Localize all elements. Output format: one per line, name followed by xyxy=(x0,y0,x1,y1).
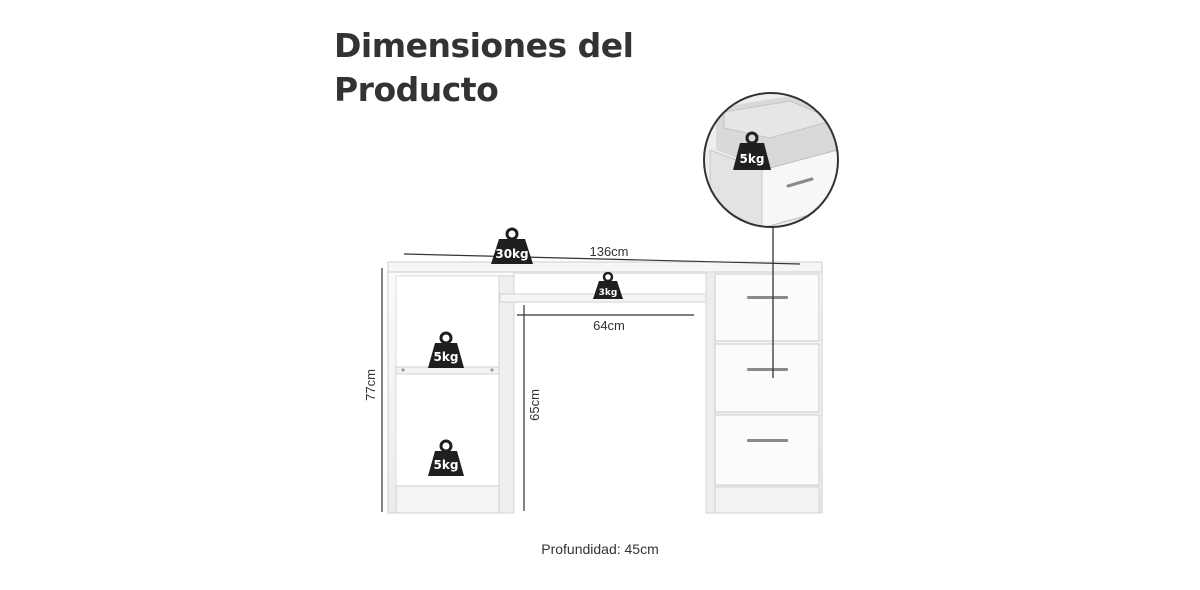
height-label: 77cm xyxy=(363,369,378,401)
weight-drawer-label: 5kg xyxy=(740,152,765,166)
title-line-1: Dimensiones del xyxy=(334,26,634,65)
weight-cabinet-lower-label: 5kg xyxy=(434,458,459,472)
cabinet-shelf xyxy=(395,366,500,375)
desk xyxy=(387,261,823,514)
drawer-handle-3 xyxy=(747,439,788,442)
title-line-2: Producto xyxy=(334,70,499,109)
weight-icon-cabinet-lower: 5kg xyxy=(428,439,464,476)
weight-icon-cabinet-upper: 5kg xyxy=(428,331,464,368)
drawer-handle-2 xyxy=(747,368,788,371)
drawer-handle-1 xyxy=(747,296,788,299)
inner-height-label: 65cm xyxy=(527,389,542,421)
weight-top-label: 30kg xyxy=(495,247,528,261)
drawer-2 xyxy=(714,343,820,413)
drawer-1 xyxy=(714,273,820,342)
zoom-circle xyxy=(703,92,839,228)
drawer-3 xyxy=(714,414,820,486)
width-line xyxy=(403,253,801,265)
width-label: 136cm xyxy=(589,244,628,259)
weight-icon-shelf: 3kg xyxy=(593,271,623,299)
drawer-unit xyxy=(705,271,823,514)
page-title: Dimensiones del Producto xyxy=(334,24,634,112)
weight-icon-top: 30kg xyxy=(491,227,533,264)
inner-width-label: 64cm xyxy=(593,318,625,333)
weight-shelf-label: 3kg xyxy=(599,288,618,298)
drawer-zoom-inset: 5kg xyxy=(703,92,839,228)
dimension-lines xyxy=(381,253,801,512)
weight-cabinet-upper-label: 5kg xyxy=(434,350,459,364)
left-cabinet xyxy=(387,271,515,514)
depth-label: Profundidad: 45cm xyxy=(541,541,659,557)
